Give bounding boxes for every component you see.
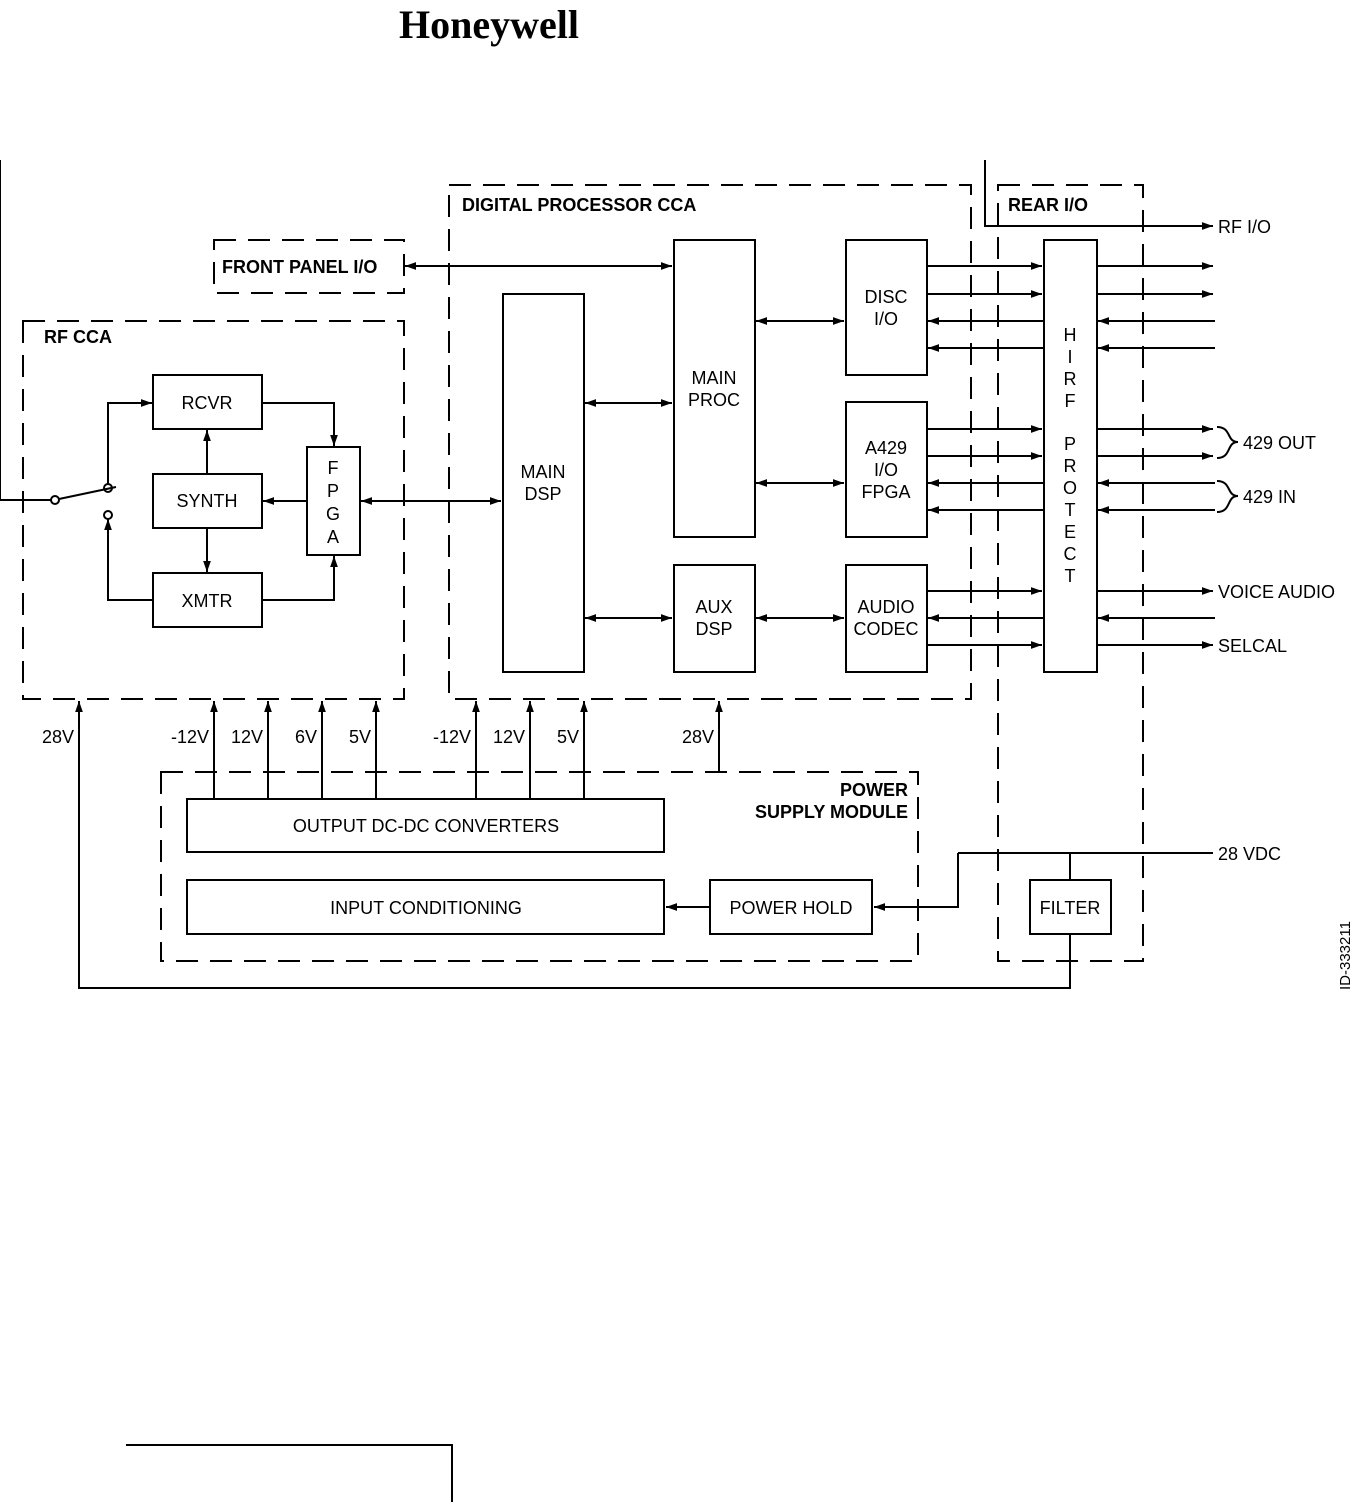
rf-12v-label: 12V <box>231 727 263 747</box>
audio-codec-label-1: AUDIO <box>857 597 914 617</box>
main-proc-label-1: MAIN <box>692 368 737 388</box>
rf-minus12v-label: -12V <box>171 727 209 747</box>
voice-audio-signal-label: VOICE AUDIO <box>1218 582 1335 602</box>
rf-fpga-letter-4: A <box>327 527 339 547</box>
dp-5v-label: 5V <box>557 727 579 747</box>
filter-block <box>1029 879 1112 935</box>
digital-processor-contents: MAIN DSP MAIN PROC AUX DSP DISC I/O A429… <box>361 239 928 673</box>
a429-label-1: A429 <box>865 438 907 458</box>
hirf-letter-3: R <box>1064 369 1077 389</box>
main-dsp-block <box>502 293 585 673</box>
selcal-signal-label: SELCAL <box>1218 636 1287 656</box>
rf-cca-region <box>22 320 405 700</box>
rf-fpga-letter-1: F <box>328 458 339 478</box>
hirf-letter-12: T <box>1065 566 1076 586</box>
hirf-letter-9: T <box>1065 500 1076 520</box>
main-dsp-label-1: MAIN <box>521 462 566 482</box>
rf-5v-label: 5V <box>349 727 371 747</box>
power-hold-label: POWER HOLD <box>729 898 852 918</box>
aux-dsp-label-1: AUX <box>695 597 732 617</box>
disc-io-label-1: DISC <box>864 287 907 307</box>
front-panel-region <box>213 239 405 294</box>
main-proc-label-2: PROC <box>688 390 740 410</box>
input-conditioning-block <box>186 879 665 935</box>
synth-label: SYNTH <box>176 491 237 511</box>
brace-429-out <box>1216 426 1239 459</box>
honeywell-logo: Honeywell <box>399 2 579 47</box>
a429-label-2: I/O <box>874 460 898 480</box>
a429-label-3: FPGA <box>861 482 910 502</box>
audio-codec-label-2: CODEC <box>853 619 918 639</box>
aux-dsp-block <box>673 564 756 673</box>
dp-28v-label: 28V <box>682 727 714 747</box>
rf-fpga-block <box>306 446 361 556</box>
power-supply-region <box>160 771 919 962</box>
hirf-letter-6: P <box>1064 434 1076 454</box>
document-id: ID-333211 <box>1337 921 1354 990</box>
front-panel-label: FRONT PANEL I/O <box>222 257 377 277</box>
power-supply-label-1: POWER <box>840 780 908 800</box>
dp-minus12v-label: -12V <box>433 727 471 747</box>
rcvr-label: RCVR <box>181 393 232 413</box>
output-converters-block <box>186 798 665 853</box>
audio-codec-block <box>845 564 928 673</box>
hirf-letter-8: O <box>1063 478 1077 498</box>
hirf-letter-11: C <box>1064 544 1077 564</box>
429-out-signal-label: 429 OUT <box>1243 433 1316 453</box>
rf-cca-contents: RCVR SYNTH XMTR F P G A <box>0 160 361 628</box>
rf-fpga-letter-2: P <box>327 481 339 501</box>
rf-28v-label: 28V <box>42 727 74 747</box>
power-supply-label-2: SUPPLY MODULE <box>755 802 908 822</box>
disc-io-label-2: I/O <box>874 309 898 329</box>
digital-processor-label: DIGITAL PROCESSOR CCA <box>462 195 696 215</box>
xmtr-label: XMTR <box>182 591 233 611</box>
output-converters-label: OUTPUT DC-DC CONVERTERS <box>293 816 559 836</box>
switch-contact-xmtr <box>103 510 113 520</box>
input-conditioning-label: INPUT CONDITIONING <box>330 898 522 918</box>
hirf-letter-1: H <box>1064 325 1077 345</box>
switch-arm <box>58 486 117 500</box>
rear-io-contents: H I R F P R O T E C T <box>927 160 1239 935</box>
rf-io-signal-label: RF I/O <box>1218 217 1271 237</box>
28vdc-signal-label: 28 VDC <box>1218 844 1281 864</box>
footer-frame <box>126 1444 453 1502</box>
disc-io-block <box>845 239 928 376</box>
hirf-letter-4: F <box>1065 391 1076 411</box>
hirf-letter-2: I <box>1067 347 1072 367</box>
rf-cca-label: RF CCA <box>44 327 112 347</box>
switch-pole <box>50 495 60 505</box>
power-supply-contents: OUTPUT DC-DC CONVERTERS INPUT CONDITIONI… <box>75 701 1213 989</box>
power-hold-block <box>709 879 873 935</box>
429-in-signal-label: 429 IN <box>1243 487 1296 507</box>
dp-12v-label: 12V <box>493 727 525 747</box>
digital-processor-region <box>448 184 972 700</box>
xmtr-block <box>152 572 263 628</box>
a429-block <box>845 401 928 538</box>
rf-6v-label: 6V <box>295 727 317 747</box>
main-dsp-label-2: DSP <box>524 484 561 504</box>
hirf-letter-10: E <box>1064 522 1076 542</box>
rf-fpga-letter-3: G <box>326 504 340 524</box>
aux-dsp-label-2: DSP <box>695 619 732 639</box>
hirf-letter-7: R <box>1064 456 1077 476</box>
main-proc-block <box>673 239 756 538</box>
rear-io-label: REAR I/O <box>1008 195 1088 215</box>
filter-label: FILTER <box>1040 898 1101 918</box>
brace-429-in <box>1216 480 1239 513</box>
rcvr-block <box>152 374 263 430</box>
